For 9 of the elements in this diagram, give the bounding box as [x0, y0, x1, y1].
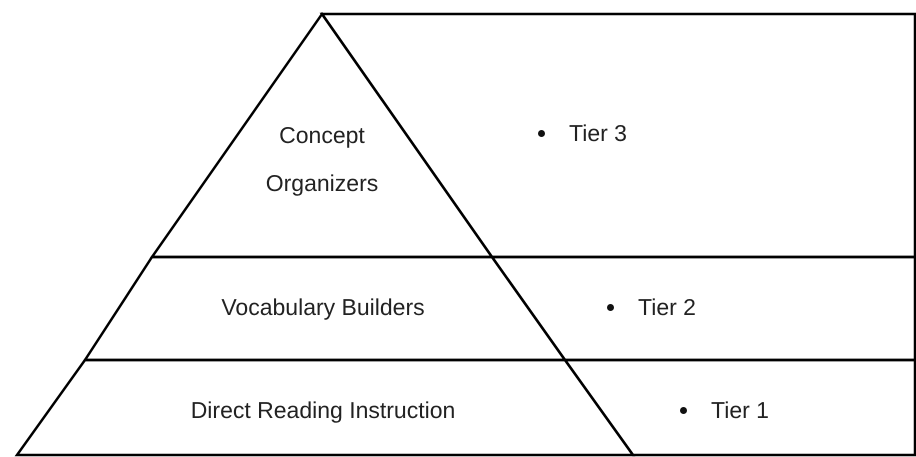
tier-label: Tier 3 — [569, 119, 627, 148]
table-cell — [492, 257, 915, 360]
table-cell — [565, 360, 915, 455]
tier-label: Tier 1 — [711, 396, 769, 425]
pyramid-band — [17, 360, 633, 455]
band-label: Direct Reading Instruction — [190, 396, 456, 425]
band-label: Concept Organizers — [264, 121, 380, 198]
tier-label: Tier 2 — [638, 293, 696, 322]
band-label: Vocabulary Builders — [221, 293, 425, 322]
